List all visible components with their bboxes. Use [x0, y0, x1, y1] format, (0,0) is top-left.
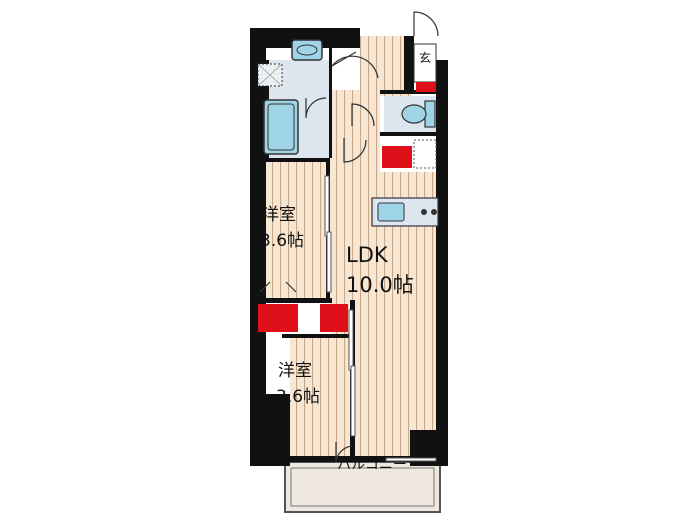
- room-labels: 洋室 3.6帖 LDK 10.0帖 洋室 3.6帖: [260, 205, 414, 407]
- western1-name: 洋室: [262, 205, 296, 225]
- closet-1: [258, 304, 298, 332]
- bathtub-icon: [263, 99, 299, 155]
- western1-floor: [262, 162, 330, 298]
- western2-floor: [290, 338, 352, 460]
- western1-size: 3.6帖: [260, 231, 304, 251]
- door-swings: [259, 51, 379, 463]
- ldk-size: 10.0帖: [346, 273, 414, 297]
- closet-2: [320, 304, 348, 332]
- washing-machine-icon: [257, 63, 283, 87]
- kitchen-sink-icon: [377, 202, 405, 222]
- stove-icon: [421, 209, 437, 215]
- storage: [258, 146, 412, 332]
- walls: [250, 28, 448, 466]
- kitchen-counter: [371, 197, 439, 227]
- ldk-name: LDK: [346, 243, 389, 267]
- toilet-icon: [401, 100, 436, 128]
- western2-size: 3.6帖: [276, 387, 320, 407]
- washbasin-icon: [291, 39, 323, 61]
- fridge-space-icon: [413, 139, 437, 169]
- entrance: 玄: [413, 11, 439, 92]
- sliding-doors: [324, 175, 437, 462]
- entrance-label: 玄: [419, 50, 431, 65]
- western2-name: 洋室: [278, 361, 312, 381]
